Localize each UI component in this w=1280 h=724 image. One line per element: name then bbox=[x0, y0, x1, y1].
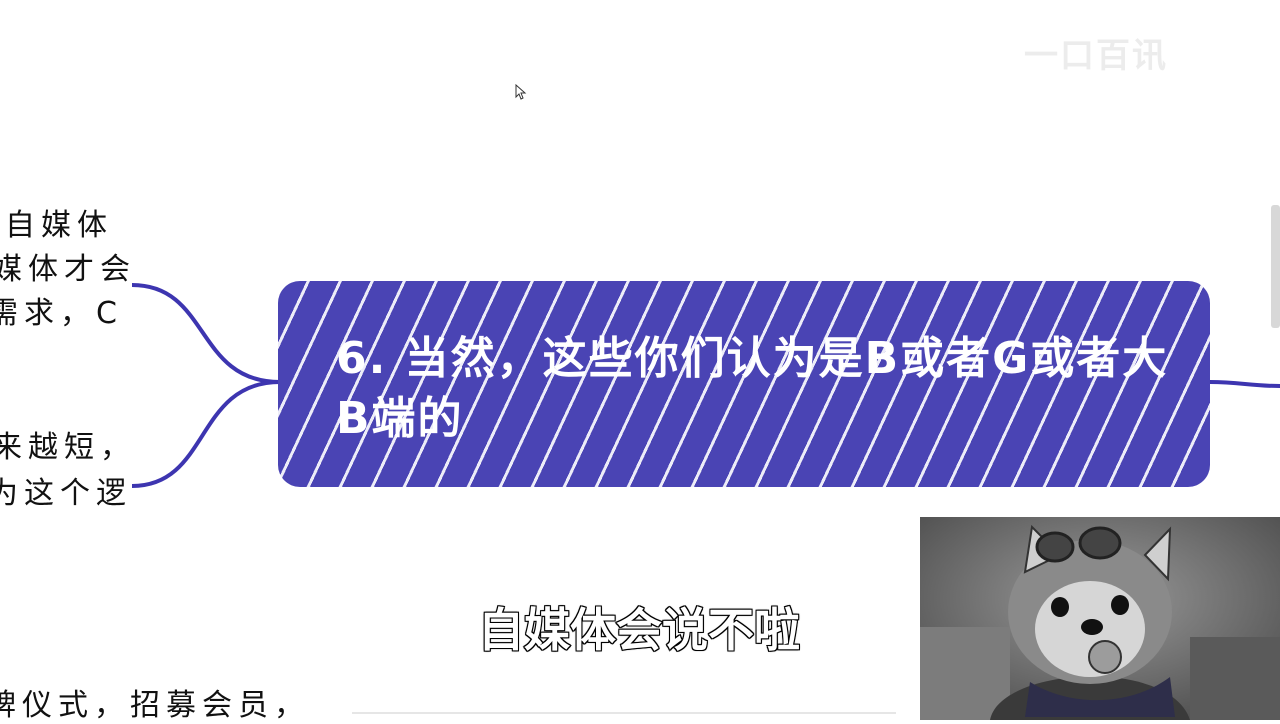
left-node-line-3: 需求，C bbox=[0, 296, 123, 331]
divider-line bbox=[352, 712, 896, 714]
left-node-line-6: 牌仪式，招募会员， bbox=[0, 688, 310, 723]
red-panda-webcam bbox=[920, 517, 1280, 720]
central-topic-node[interactable]: 6. 当然，这些你们认为是B或者G或者大B端的 bbox=[278, 281, 1210, 487]
watermark-logo: 一口百讯 bbox=[1024, 36, 1168, 76]
left-node-line-1: 自媒体 bbox=[5, 208, 113, 243]
central-topic-text: 6. 当然，这些你们认为是B或者G或者大B端的 bbox=[336, 333, 1169, 444]
video-subtitle: 自媒体会说不啦 bbox=[477, 602, 801, 658]
left-node-line-2: 媒体才会 bbox=[0, 252, 136, 287]
left-node-line-5: 为这个逻 bbox=[0, 476, 132, 511]
webcam-overlay bbox=[920, 517, 1280, 720]
left-node-line-4: 来越短， bbox=[0, 430, 136, 465]
mouse-cursor-icon bbox=[515, 84, 527, 100]
vertical-scrollbar[interactable] bbox=[1271, 205, 1280, 328]
